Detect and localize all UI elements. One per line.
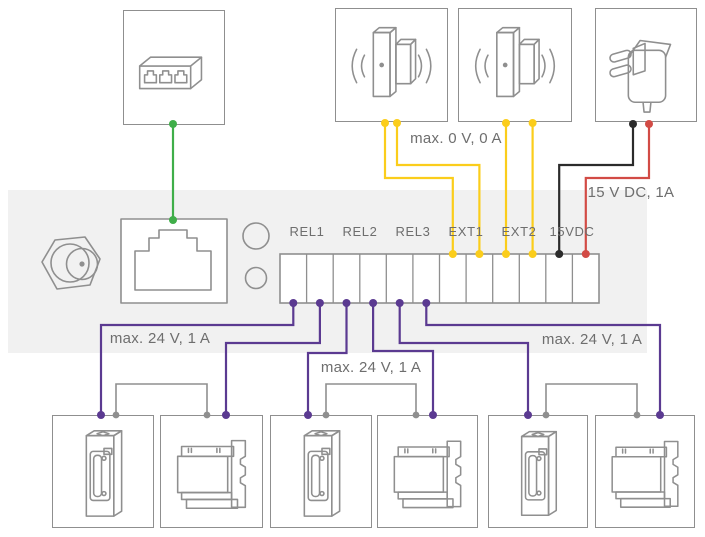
device-box-door-strike-2 bbox=[270, 415, 372, 528]
device-box-network-switch bbox=[123, 10, 225, 125]
device-box-door-sensor-2 bbox=[458, 8, 572, 122]
device-panel bbox=[8, 190, 647, 353]
terminal-label-ext1: EXT1 bbox=[448, 224, 484, 239]
device-box-door-strike-1 bbox=[52, 415, 154, 528]
door-strike-icon bbox=[520, 430, 558, 516]
device-box-din-module-2 bbox=[377, 415, 478, 528]
device-box-door-strike-3 bbox=[488, 415, 588, 528]
device-box-din-module-1 bbox=[160, 415, 263, 528]
device-box-power-adapter bbox=[595, 8, 697, 122]
annotation-relay-1: max. 24 V, 1 A bbox=[109, 330, 211, 347]
annotation-relay-3: max. 24 V, 1 A bbox=[541, 331, 643, 348]
annotation-relay-2: max. 24 V, 1 A bbox=[320, 359, 422, 376]
annotation-power-adapter: 15 V DC, 1A bbox=[587, 184, 675, 201]
power-adapter-icon bbox=[609, 39, 672, 113]
network-switch-icon bbox=[138, 56, 203, 90]
din-module-icon bbox=[176, 439, 247, 510]
door-contact-icon bbox=[351, 26, 432, 98]
device-box-din-module-3 bbox=[595, 415, 695, 528]
terminal-label-rel2: REL2 bbox=[342, 224, 378, 239]
door-contact-icon bbox=[474, 26, 556, 98]
door-strike-icon bbox=[303, 430, 341, 517]
door-strike-icon bbox=[85, 430, 123, 517]
din-module-icon bbox=[611, 440, 679, 508]
din-module-icon bbox=[393, 440, 462, 509]
terminal-label-ext2: EXT2 bbox=[501, 224, 537, 239]
terminal-label-15vdc: 15VDC bbox=[549, 224, 595, 239]
device-box-door-sensor-1 bbox=[335, 8, 448, 122]
annotation-sensor-inputs: max. 0 V, 0 A bbox=[410, 130, 502, 147]
terminal-label-rel3: REL3 bbox=[395, 224, 431, 239]
terminal-label-rel1: REL1 bbox=[289, 224, 325, 239]
